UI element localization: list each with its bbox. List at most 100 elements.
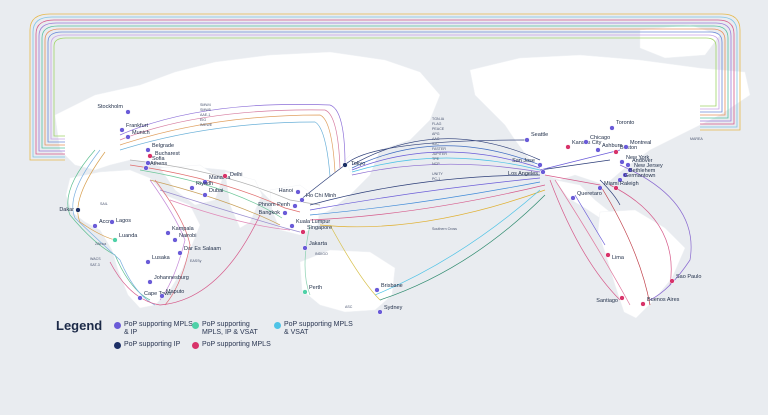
city-label: Lagos bbox=[116, 218, 131, 224]
city-label: Singapore bbox=[307, 225, 332, 231]
cable-route bbox=[139, 169, 283, 219]
city-label: Munich bbox=[132, 130, 150, 136]
cable-wrap bbox=[53, 37, 717, 137]
city-label: Phnom Penh bbox=[258, 202, 290, 208]
pop-marker bbox=[617, 177, 623, 183]
city-label: San Jose bbox=[512, 158, 535, 164]
cable-route bbox=[539, 149, 621, 171]
legend-dot bbox=[114, 322, 121, 329]
city-label: Germantown bbox=[624, 173, 656, 179]
cable-route bbox=[159, 189, 301, 233]
city-label: Maputo bbox=[166, 289, 184, 295]
pop-marker bbox=[145, 259, 151, 265]
legend-dot bbox=[192, 322, 199, 329]
cable-wrap bbox=[44, 28, 726, 146]
city-label: Delhi bbox=[230, 172, 243, 178]
legend-title: Legend bbox=[56, 318, 103, 333]
cable-route bbox=[299, 164, 346, 201]
cable-route bbox=[119, 104, 346, 166]
transpacific-cables bbox=[299, 138, 546, 301]
cable-route bbox=[67, 149, 151, 301]
cable-label: IMEWE bbox=[200, 123, 213, 127]
cable-route bbox=[119, 114, 336, 173]
cable-label: FASTER bbox=[432, 147, 446, 151]
pop-marker bbox=[119, 127, 125, 133]
pop-marker bbox=[374, 287, 380, 293]
pop-marker bbox=[570, 195, 576, 201]
cable-route bbox=[149, 179, 281, 226]
city-label: Manama bbox=[209, 175, 231, 181]
city-label: Santiago bbox=[596, 298, 618, 304]
city-label: Lusaka bbox=[152, 255, 171, 261]
pop-marker bbox=[137, 295, 143, 301]
city-label: Tokyo bbox=[351, 161, 365, 167]
pop-marker bbox=[302, 245, 308, 251]
city-label: Jakarta bbox=[309, 241, 328, 247]
cable-route bbox=[169, 199, 291, 231]
cable-route bbox=[309, 184, 546, 221]
pop-marker bbox=[565, 144, 571, 150]
city-label: Brisbane bbox=[381, 283, 403, 289]
city-label: Queretaro bbox=[577, 191, 602, 197]
city-label: Toronto bbox=[616, 120, 634, 126]
legend-label: PoP supporting MPLS & VSAT bbox=[284, 321, 353, 336]
cable-route bbox=[539, 159, 611, 171]
pop-marker bbox=[109, 219, 115, 225]
pop-marker bbox=[289, 223, 295, 229]
cable-wrap bbox=[50, 34, 720, 140]
pop-marker bbox=[597, 185, 603, 191]
cable-wrap bbox=[41, 25, 729, 149]
cable-route bbox=[329, 224, 381, 301]
cable-wrap bbox=[47, 31, 723, 143]
pop-marker bbox=[619, 159, 625, 165]
pop-marker bbox=[202, 179, 208, 185]
cable-route bbox=[309, 177, 541, 211]
cable-label: UNITY bbox=[432, 172, 443, 176]
pop-marker bbox=[145, 147, 151, 153]
land-south-america bbox=[597, 209, 686, 319]
cable-route bbox=[304, 224, 311, 296]
legend-item-mpls-vsat: PoP supporting MPLS & VSAT bbox=[274, 321, 354, 337]
cable-label: TGN-IA bbox=[432, 117, 445, 121]
cable-label: PC-1 bbox=[432, 177, 440, 181]
eurasia-cables bbox=[119, 104, 346, 233]
legend-label: PoP supporting IP bbox=[124, 341, 181, 348]
cable-route bbox=[549, 179, 621, 301]
city-label: Los Angeles bbox=[508, 171, 538, 177]
pop-marker bbox=[125, 134, 131, 140]
cable-label: SMW4 bbox=[200, 103, 211, 107]
pop-marker bbox=[524, 137, 530, 143]
city-label: Nairobi bbox=[179, 233, 196, 239]
city-label: Hanoi bbox=[279, 188, 293, 194]
pop-marker bbox=[622, 172, 628, 178]
pop-marker bbox=[147, 153, 153, 159]
city-label: New Jersey bbox=[634, 163, 663, 169]
cable-route bbox=[351, 138, 541, 166]
cable-wrap bbox=[29, 13, 741, 161]
legend-item-mpls: PoP supporting MPLS bbox=[192, 341, 272, 349]
land-australia bbox=[299, 249, 396, 313]
city-label: Lima bbox=[612, 255, 625, 261]
pop-marker bbox=[295, 189, 301, 195]
city-label: Dar Es Salaam bbox=[184, 246, 221, 252]
cable-route bbox=[149, 179, 186, 301]
city-label: Stockholm bbox=[97, 104, 123, 110]
legend-dot bbox=[192, 342, 199, 349]
cable-route bbox=[619, 164, 692, 301]
city-label: Buenos Aires bbox=[647, 297, 680, 303]
land-japan bbox=[344, 149, 363, 176]
americas-cables bbox=[539, 149, 692, 306]
cable-route bbox=[319, 189, 546, 228]
pop-marker bbox=[300, 229, 306, 235]
cable-route bbox=[374, 189, 541, 296]
pop-marker bbox=[75, 207, 81, 213]
legend-label: PoP supporting MPLS, IP & VSAT bbox=[202, 321, 258, 336]
pop-marker bbox=[342, 162, 348, 168]
cable-route bbox=[129, 164, 301, 213]
land-greenland bbox=[639, 24, 721, 59]
pop-marker bbox=[222, 173, 228, 179]
cable-route bbox=[309, 181, 541, 216]
city-label: Sydney bbox=[384, 305, 403, 311]
